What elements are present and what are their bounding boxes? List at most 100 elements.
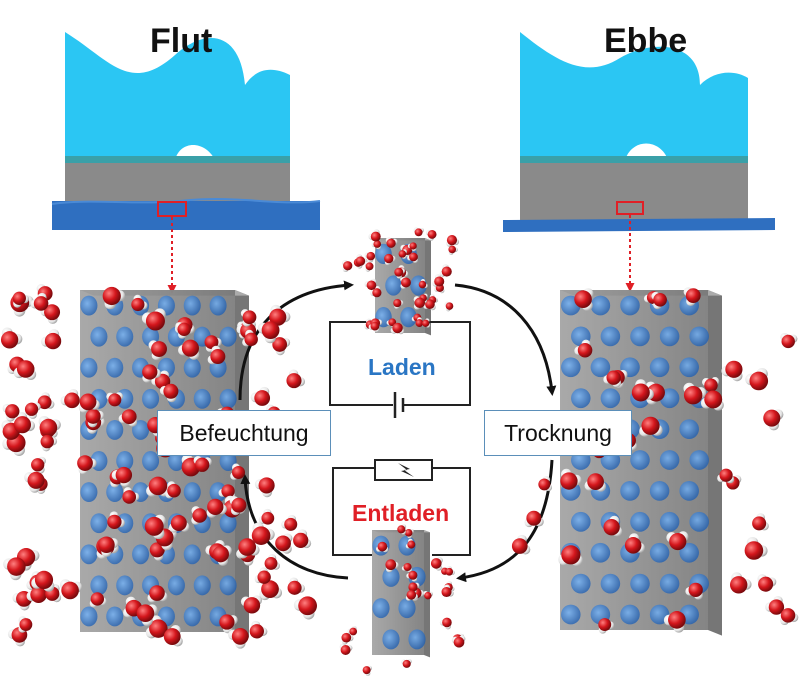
water-molecule-icon (651, 291, 667, 310)
ebb-hump (625, 143, 668, 160)
water-molecule-icon (254, 567, 271, 584)
water-molecule-icon (275, 533, 293, 554)
water-molecule-icon (240, 595, 263, 614)
cycle-arrows (238, 280, 557, 583)
pore-icon (116, 575, 134, 596)
water-molecule-icon (745, 368, 769, 391)
pore-icon (679, 542, 699, 563)
pore-icon (679, 481, 699, 501)
water-molecule-icon (780, 608, 799, 626)
water-molecule-icon (145, 615, 168, 639)
pore-icon (132, 419, 150, 440)
pore-icon (385, 275, 402, 296)
water-molecule-icon (364, 278, 377, 291)
water-molecule-icon (574, 288, 594, 311)
water-molecule-icon (404, 528, 414, 539)
ebb-title: Ebbe (604, 22, 688, 60)
water-molecule-icon (163, 625, 183, 647)
water-molecule-icon (141, 308, 166, 331)
water-molecule-icon (446, 235, 460, 247)
water-molecule-icon (250, 386, 271, 406)
water-molecule-icon (102, 286, 126, 310)
pore-icon (590, 542, 611, 563)
pore-icon (689, 326, 709, 347)
pore-icon (630, 573, 650, 594)
water-molecule-icon (24, 471, 45, 493)
water-molecule-icon (631, 379, 654, 402)
water-molecule-icon (639, 416, 663, 437)
water-molecule-icon (422, 318, 431, 328)
pore-icon (183, 295, 201, 316)
water-molecule-icon (165, 481, 181, 499)
pore-icon (183, 357, 201, 378)
flood-panel (51, 32, 321, 294)
pore-icon (193, 575, 211, 596)
humidification-label: Befeuchtung (157, 410, 331, 456)
pore-icon (382, 566, 400, 587)
water-molecule-icon (212, 545, 232, 566)
water-molecule-icon (77, 455, 97, 475)
water-molecule-icon (151, 370, 171, 390)
pore-icon (659, 450, 680, 470)
water-molecule-icon (398, 249, 407, 259)
water-molecule-icon (131, 294, 148, 312)
water-molecule-icon (242, 329, 258, 347)
water-molecule-icon (30, 292, 49, 311)
water-molecule-icon (603, 370, 622, 388)
water-molecule-icon (558, 545, 583, 567)
charge-label: Laden (368, 354, 436, 380)
water-molecule-icon (413, 296, 426, 310)
pore-icon (659, 573, 680, 594)
pore-icon (209, 482, 227, 503)
water-molecule-icon (193, 455, 212, 472)
water-molecule-icon (254, 477, 275, 498)
water-molecule-icon (2, 403, 20, 422)
water-molecule-icon (287, 577, 305, 595)
pore-icon (193, 388, 211, 409)
pore-icon (80, 606, 98, 627)
water-molecule-icon (538, 476, 553, 492)
water-molecule-icon (355, 254, 368, 266)
water-molecule-icon (752, 513, 769, 531)
flood-water (65, 32, 290, 160)
water-molecule-icon (780, 332, 798, 349)
water-molecule-icon (98, 536, 119, 557)
pore-icon (219, 513, 237, 534)
water-molecule-icon (405, 590, 418, 601)
pore-icon (116, 451, 134, 471)
water-molecule-icon (584, 473, 606, 492)
water-molecule-icon (445, 566, 455, 576)
pore-icon (106, 357, 124, 378)
water-molecule-icon (384, 253, 396, 266)
pore-icon (600, 573, 621, 594)
water-molecule-icon (106, 392, 124, 407)
pore-icon (142, 388, 160, 409)
water-molecule-icon (385, 237, 398, 248)
water-molecule-icon (264, 554, 280, 570)
pore-icon (90, 513, 108, 534)
water-molecule-icon (428, 294, 439, 304)
water-molecule-icon (683, 382, 707, 405)
water-molecule-icon (269, 304, 291, 326)
pore-icon (620, 481, 640, 501)
water-molecule-icon (700, 390, 724, 411)
water-molecule-icon (118, 409, 138, 427)
water-molecule-icon (40, 434, 58, 452)
water-molecule-icon (144, 514, 166, 540)
water-molecule-icon (24, 402, 41, 419)
pore-icon (689, 450, 709, 470)
flood-title: Flut (150, 22, 213, 60)
pore-icon (90, 326, 108, 347)
water-molecule-icon (251, 522, 275, 545)
pore-icon (219, 575, 237, 596)
water-molecule-icon (385, 559, 399, 573)
pore-icon (106, 419, 124, 440)
water-molecule-icon (347, 625, 358, 636)
water-molecule-icon (341, 632, 354, 645)
water-molecule-icon (122, 487, 140, 504)
water-molecule-icon (142, 364, 161, 383)
pore-icon (80, 357, 98, 378)
water-molecule-icon (418, 279, 428, 289)
water-molecule-icon (31, 456, 46, 474)
pore-icon (649, 481, 670, 501)
